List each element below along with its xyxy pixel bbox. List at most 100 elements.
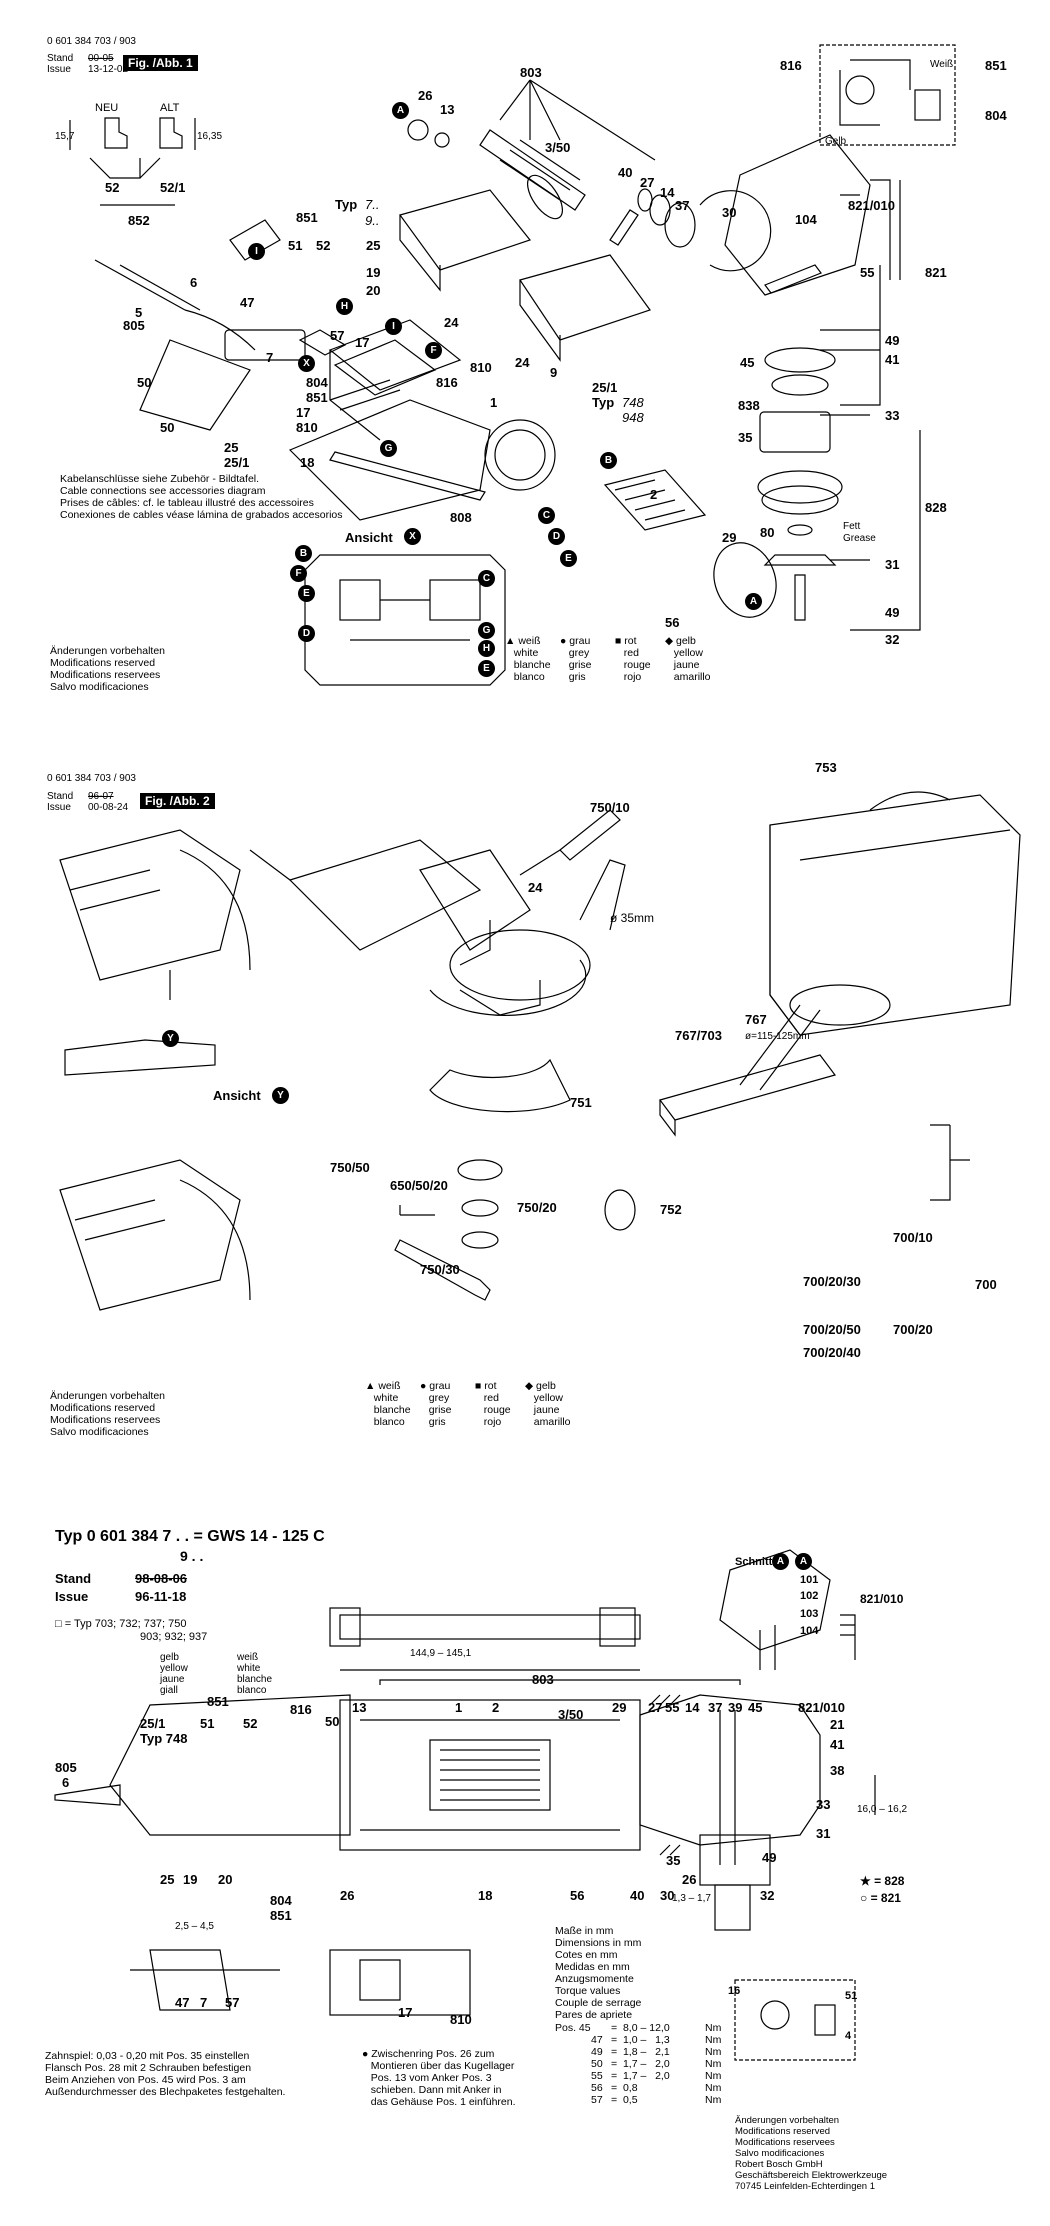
part-804-b: 804 [306, 375, 328, 390]
part-32: 32 [885, 632, 900, 647]
legend-red-de: rot [484, 1380, 497, 1392]
part-6-3: 6 [62, 1775, 70, 1790]
mod-line: Modifications reservees [50, 669, 161, 681]
note-line: Flansch Pos. 28 mit 2 Schrauben befestig… [45, 2062, 252, 2074]
part-52-new: 52 [105, 180, 120, 195]
torque-unit: Nm [705, 2046, 722, 2058]
figure-badge-2: Fig. /Abb. 2 [140, 793, 215, 809]
part-25-1: 25/1 [224, 455, 250, 470]
issue-value: 13-12-02 [88, 64, 129, 75]
legend-red-es: rojo [623, 671, 642, 683]
torque-value: = 1,7 – 2,0 [611, 2058, 670, 2070]
weiss-es: blanco [237, 1685, 267, 1696]
units-line: Dimensions in mm [555, 1937, 642, 1949]
weiss-fr: blanche [237, 1674, 273, 1685]
part-49-3: 49 [762, 1850, 777, 1865]
note-line: Pos. 13 vom Anker Pos. 3 [370, 2072, 492, 2084]
part-37: 37 [675, 198, 690, 213]
part-52-1: 52/1 [160, 180, 186, 195]
stand-label-2: Stand [47, 791, 74, 802]
part-750-20: 750/20 [517, 1200, 557, 1215]
torque-pos: Pos. 45 [555, 2022, 591, 2034]
note-line: Zwischenring Pos. 26 zum [371, 2048, 495, 2060]
part-55-3: 55 [665, 1700, 680, 1715]
part-18: 18 [300, 455, 315, 470]
part-851-c: 851 [296, 210, 318, 225]
part-33: 33 [885, 408, 900, 423]
figure-badge: Fig. /Abb. 1 [123, 55, 198, 71]
part-80: 80 [760, 525, 775, 540]
part-56-3: 56 [570, 1888, 585, 1903]
part-29-3: 29 [612, 1700, 627, 1715]
legend-white-es: blanco [513, 671, 545, 683]
legend-white-fr: blanche [513, 659, 551, 671]
part-33-3: 33 [816, 1797, 831, 1812]
cable-note: Conexiones de cables véase lámina de gra… [60, 509, 343, 521]
part-37-3: 37 [708, 1700, 723, 1715]
ansicht-d: D [298, 625, 315, 642]
part-50-lower: 50 [160, 420, 175, 435]
part-4-wiring: 4 [845, 2030, 852, 2042]
weiss-de: weiß [237, 1652, 259, 1663]
marker-i-lower: I [385, 318, 402, 335]
part-5: 5 [135, 305, 143, 320]
part-31: 31 [885, 557, 900, 572]
marker-d: D [548, 528, 565, 545]
typ-7: 7.. [365, 197, 380, 212]
weiss-en: white [237, 1663, 261, 1674]
legend-red-es: rojo [483, 1416, 502, 1428]
legend-yellow-de: gelb [536, 1380, 556, 1392]
marker-x: X [298, 355, 315, 372]
part-103: 103 [800, 1608, 819, 1620]
wire-colors-gelb: gelb yellow jaune giall [160, 1652, 188, 1696]
part-2: 2 [650, 487, 658, 502]
figure-2-drawing [59, 791, 1021, 1311]
legend-yellow-en: yellow [673, 647, 703, 659]
ansicht-h: H [478, 640, 495, 657]
legend-grey-fr: grise [568, 659, 592, 671]
ansicht-e-right: E [478, 660, 495, 677]
mod-line: Änderungen vorbehalten [50, 1390, 166, 1402]
ansicht-f: F [290, 565, 307, 582]
typ-label: Typ [335, 197, 358, 212]
legend-white-fr: blanche [373, 1404, 411, 1416]
units-line: Maße in mm [555, 1925, 614, 1937]
part-816: 816 [780, 58, 802, 73]
part-30: 30 [722, 205, 737, 220]
torque-value: = 8,0 – 12,0 [611, 2022, 670, 2034]
cable-note: Cable connections see accessories diagra… [60, 485, 266, 497]
part-27: 27 [640, 175, 655, 190]
ansicht-y-text: Ansicht [213, 1088, 261, 1103]
figure-1-drawing [69, 44, 956, 686]
part-55: 55 [860, 265, 875, 280]
footer-line: Modifications reservees [735, 2137, 835, 2148]
part-751: 751 [570, 1095, 592, 1110]
part-821-010: 821/010 [848, 198, 895, 213]
marker-h: H [336, 298, 353, 315]
footer-line: Robert Bosch GmbH [735, 2159, 823, 2170]
part-838: 838 [738, 398, 760, 413]
part-14: 14 [660, 185, 675, 200]
modifications-note: Änderungen vorbehalten Modifications res… [50, 645, 165, 693]
part-805: 805 [123, 318, 145, 333]
part-752: 752 [660, 1202, 682, 1217]
part-851b-3: 851 [207, 1694, 229, 1709]
part-51-3: 51 [200, 1716, 215, 1731]
fett-label: Fett [843, 521, 861, 532]
part-821-010-schnitt: 821/010 [860, 1592, 904, 1606]
part-816-b: 816 [436, 375, 458, 390]
ansicht-x-marker: X [404, 528, 421, 545]
part-21-3: 21 [830, 1717, 845, 1732]
part-20: 20 [366, 283, 381, 298]
part-7-3: 7 [200, 1995, 208, 2010]
marker-a-lower: A [745, 593, 762, 610]
part-26b-3: 26 [340, 1888, 355, 1903]
marker-f: F [425, 342, 442, 359]
part-808: 808 [450, 510, 472, 525]
part-851-b: 851 [306, 390, 328, 405]
assembly-notes-mid: ● Zwischenring Pos. 26 zum Montieren übe… [362, 2048, 516, 2108]
mod-line: Modifications reservees [50, 1414, 161, 1426]
